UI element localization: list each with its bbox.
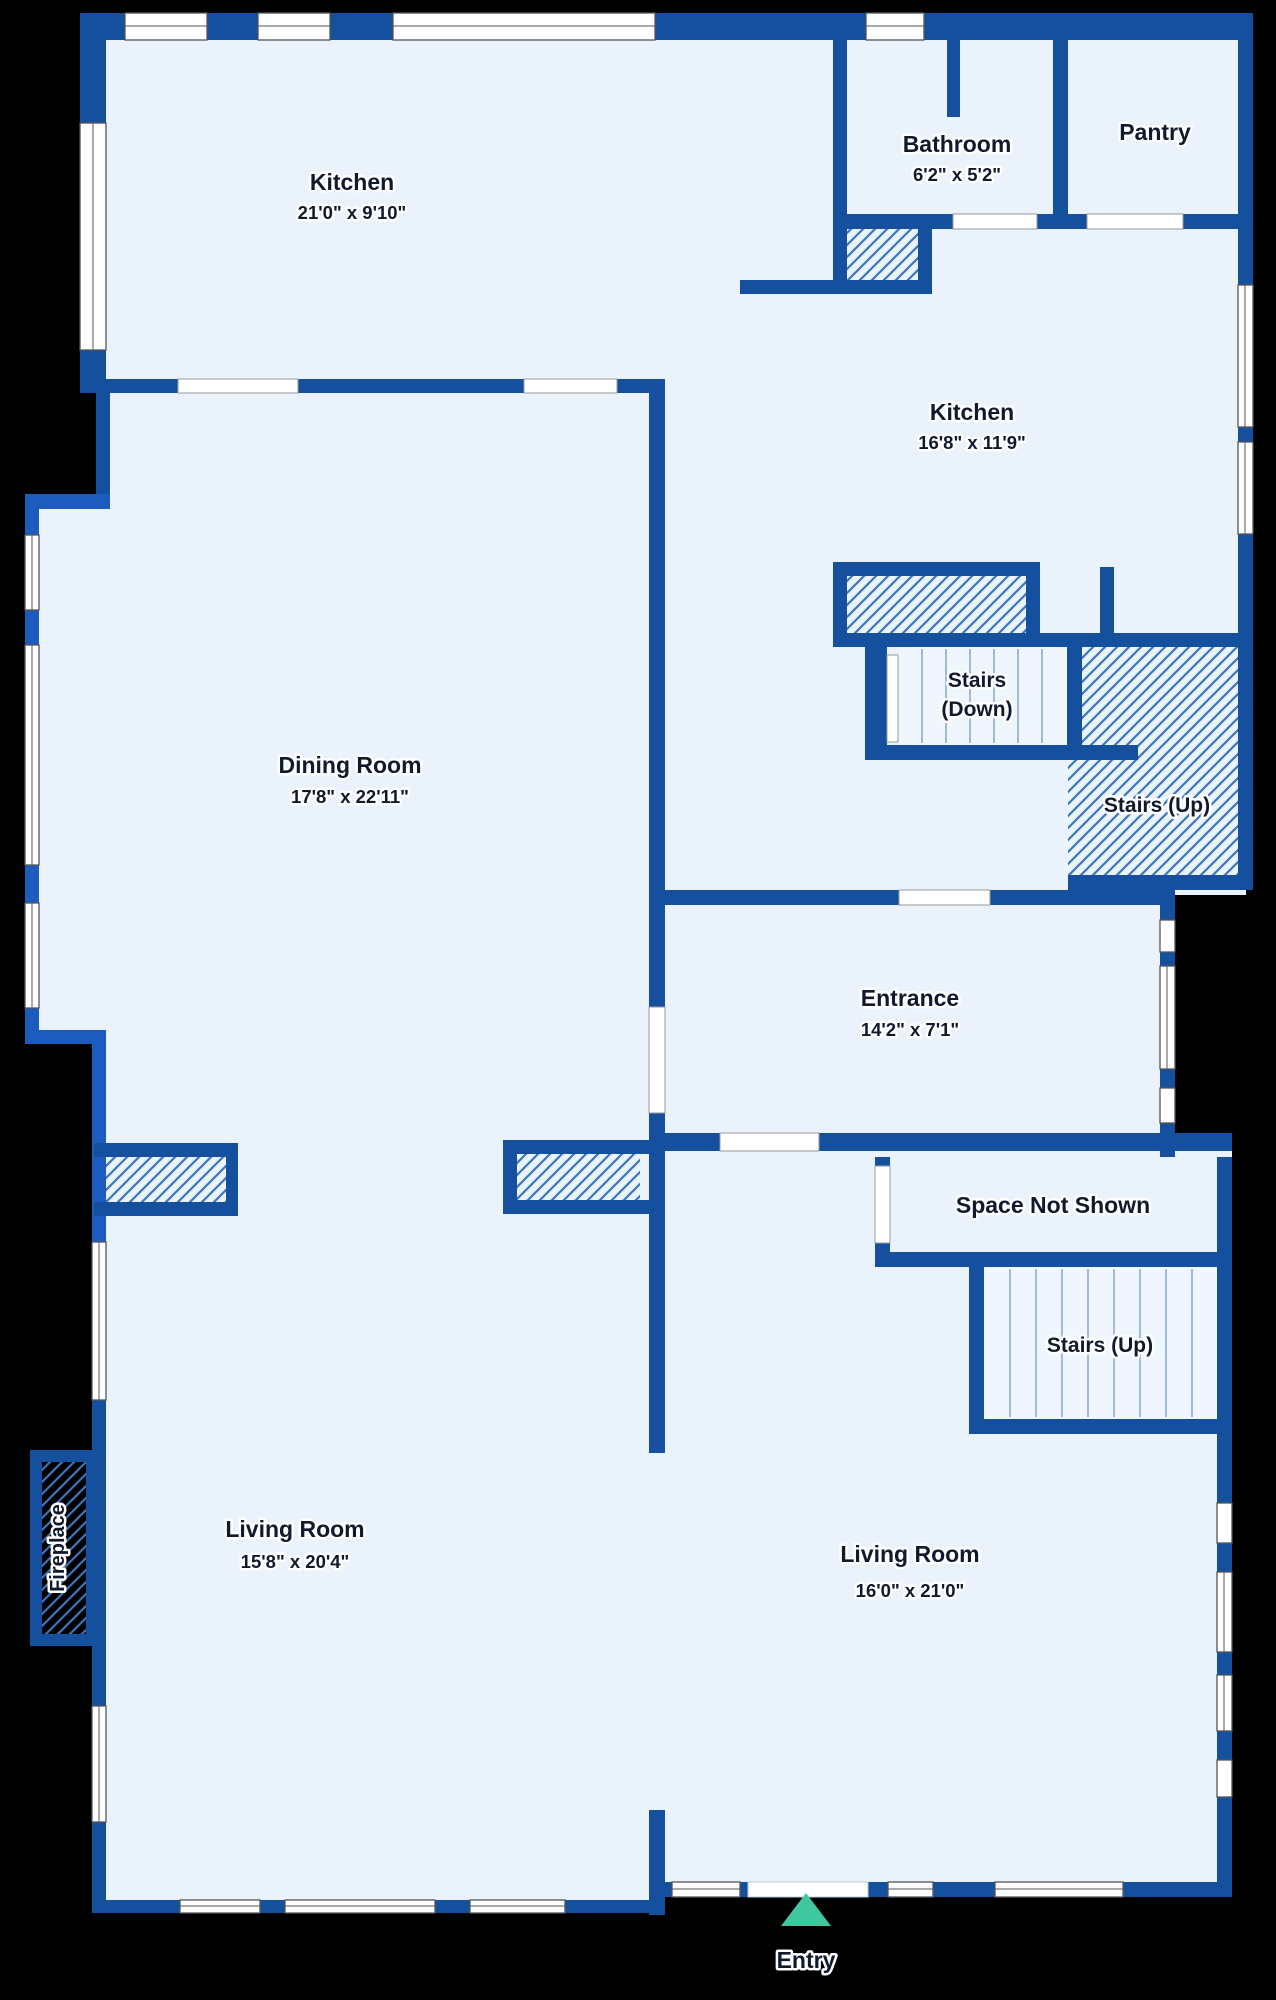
room-dims-living-right: 16'0" x 21'0" xyxy=(856,1580,965,1601)
room-label-pantry: Pantry xyxy=(1119,119,1191,145)
room-dims-kitchen-main: 21'0" x 9'10" xyxy=(298,202,407,223)
chimney-hatch-left xyxy=(106,1157,226,1202)
label-stairs-up-upper: Stairs (Up) xyxy=(1104,794,1210,817)
label-fireplace: Fireplace xyxy=(47,1504,69,1592)
room-dims-kitchen-second: 16'8" x 11'9" xyxy=(918,432,1026,453)
windows xyxy=(24,12,1254,1914)
room-label-kitchen-second: Kitchen xyxy=(930,399,1014,425)
stairs-up-upper-hatch xyxy=(1068,647,1238,875)
room-label-dining: Dining Room xyxy=(278,752,421,778)
fireplace-hatch xyxy=(42,1462,86,1634)
chimney-hatch-kitchen xyxy=(847,576,1026,633)
room-label-bathroom: Bathroom xyxy=(903,131,1012,157)
room-label-kitchen-main: Kitchen xyxy=(310,169,394,195)
walls xyxy=(25,13,1253,1915)
room-dims-bathroom: 6'2" x 5'2" xyxy=(913,164,1001,185)
room-dims-dining: 17'8" x 22'11" xyxy=(291,786,409,807)
room-label-living-left: Living Room xyxy=(225,1516,364,1542)
entry-arrow-icon xyxy=(781,1893,831,1926)
room-label-entrance: Entrance xyxy=(861,985,959,1011)
label-stairs-up-lower: Stairs (Up) xyxy=(1047,1334,1153,1357)
label-space-not-shown: Space Not Shown xyxy=(956,1192,1150,1218)
chimney-hatch-center xyxy=(517,1154,640,1200)
stairs-down-treads xyxy=(898,647,1067,745)
label-entry: Entry xyxy=(777,1947,836,1973)
chimney-hatch-bathroom xyxy=(847,229,918,280)
labels: Kitchen 21'0" x 9'10" Bathroom 6'2" x 5'… xyxy=(45,117,1213,1976)
stairs-up-lower-treads xyxy=(984,1267,1217,1419)
room-dims-living-left: 15'8" x 20'4" xyxy=(241,1551,350,1572)
room-dims-entrance: 14'2" x 7'1" xyxy=(861,1019,959,1040)
hatched-features xyxy=(42,229,1238,1634)
door-openings xyxy=(177,213,1184,1898)
label-stairs-down-line2: (Down) xyxy=(941,698,1012,721)
floor-areas xyxy=(32,25,1246,1913)
label-stairs-down-line1: Stairs xyxy=(948,669,1006,692)
room-label-living-right: Living Room xyxy=(840,1541,979,1567)
entry-opening xyxy=(747,1881,869,1898)
